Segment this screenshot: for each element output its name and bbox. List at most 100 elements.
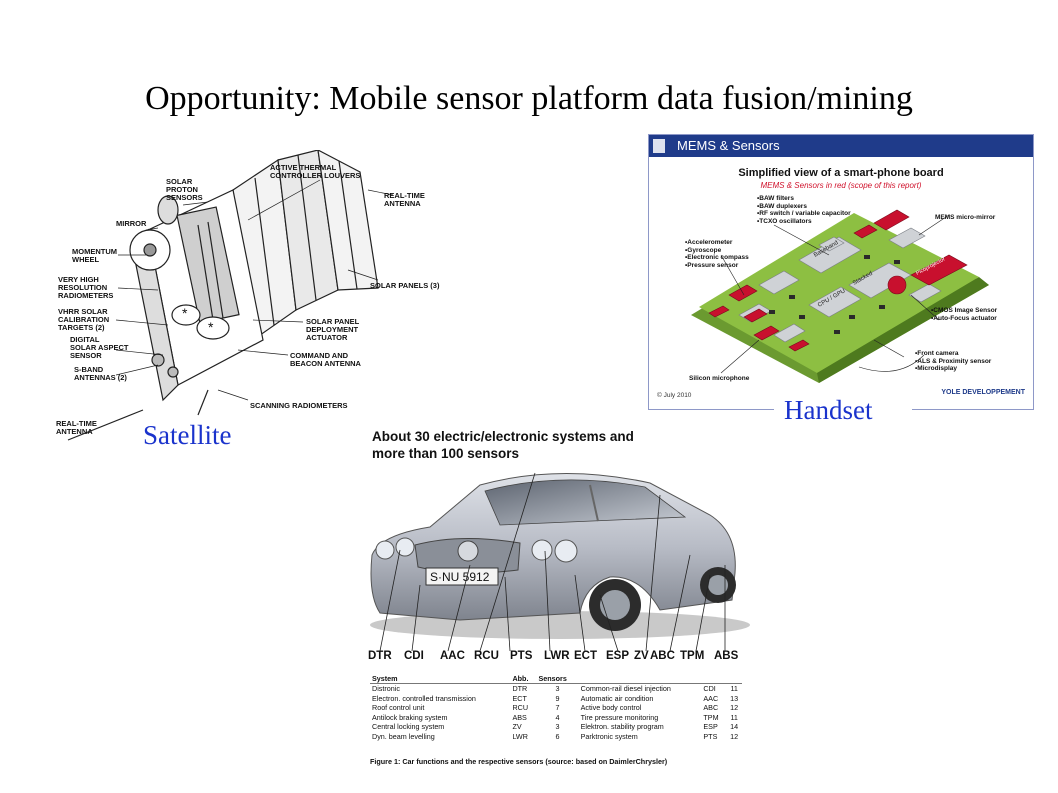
- mems-list-top: •BAW filters •BAW duplexers •RF switch /…: [757, 195, 851, 225]
- table-cell: Parktronic system: [580, 731, 638, 741]
- label-s-band: S-BAND ANTENNAS (2): [74, 365, 127, 382]
- table-cell: Roof control unit: [372, 703, 425, 712]
- table-header: Abb.: [510, 674, 537, 684]
- table-cell: AAC: [703, 693, 719, 703]
- table-cell: ECT: [512, 693, 527, 703]
- table-cell: 3: [555, 722, 560, 731]
- handset-caption-bg: [774, 398, 912, 422]
- table-cell: Antilock braking system: [372, 712, 448, 722]
- table-cell: Common-rail diesel injection: [580, 684, 671, 693]
- yole-logo-icon: [653, 139, 665, 153]
- label-digital-solar: DIGITAL SOLAR ASPECT SENSOR: [70, 335, 129, 360]
- table-cell: 11: [730, 712, 738, 722]
- abbr-abc: ABC: [650, 650, 675, 662]
- satellite-diagram: * * ACTIVE THERMAL: [48, 148, 448, 450]
- figure-caption: Figure 1: Car functions and the respecti…: [370, 757, 668, 766]
- caption-satellite: Satellite: [143, 420, 232, 450]
- abbr-zv: ZV: [634, 650, 649, 662]
- abbr-esp: ESP: [606, 650, 630, 662]
- table-row: Central locking system ZV 3 Elektron. stabi…: [370, 722, 742, 732]
- mems-brand: YOLE DEVELOPPEMENT: [941, 389, 1025, 396]
- mems-list-right-top: MEMS micro-mirror: [935, 214, 996, 221]
- table-header: [578, 674, 702, 684]
- label-active-thermal: ACTIVE THERMAL CONTROLLER LOUVERS: [270, 163, 361, 180]
- svg-text:*: *: [208, 319, 214, 335]
- table-cell: ABS: [512, 712, 527, 722]
- table-cell: 4: [555, 712, 560, 722]
- abbr-pts: PTS: [510, 650, 533, 662]
- table-cell: 13: [730, 693, 739, 703]
- license-plate: S·NU 5912: [430, 570, 490, 584]
- phone-board-drawing: Baseband Stacked CPU / GPU Picoprojector: [691, 209, 989, 383]
- label-vhrr: VERY HIGH RESOLUTION RADIOMETERS: [58, 275, 114, 300]
- table-row: Electron. controlled transmission ECT 9 Aut…: [370, 694, 742, 704]
- mems-subtitle-red: MEMS & Sensors in red (scope of this rep…: [760, 181, 922, 190]
- table-cell: RCU: [512, 703, 529, 712]
- table-cell: Elektron. stability program: [580, 722, 664, 731]
- car-heading: About 30 electric/electronic systems and…: [372, 429, 634, 461]
- table-cell: 9: [555, 693, 560, 703]
- car-drawing: S·NU 5912: [370, 472, 750, 652]
- abbr-dtr: DTR: [368, 650, 392, 662]
- table-cell: 12: [730, 731, 739, 741]
- table-header-row: System Abb. Sensors: [370, 674, 742, 684]
- silicon-microphone-label: Silicon microphone: [689, 375, 750, 382]
- table-cell: 6: [555, 731, 560, 741]
- mems-subtitle: Simplified view of a smart-phone board: [738, 167, 944, 179]
- svg-text:*: *: [182, 305, 188, 321]
- table-cell: ABC: [703, 703, 719, 712]
- car-sensor-table: System Abb. Sensors Distronic DTR 3 Common-…: [370, 674, 742, 741]
- mems-list-right-mid: •CMOS Image Sensor •Auto-Focus actuator: [931, 307, 998, 322]
- table-cell: Active body control: [580, 703, 642, 712]
- table-header: [701, 674, 727, 684]
- table-row: Dyn. beam levelling LWR 6 Parktronic system…: [370, 732, 742, 742]
- mems-list-left: •Accelerometer •Gyroscope •Electronic co…: [685, 239, 749, 269]
- table-cell: 7: [555, 703, 560, 712]
- table-cell: ZV: [512, 722, 522, 731]
- table-row: Distronic DTR 3 Common-rail diesel injectio…: [370, 684, 742, 694]
- car-abbreviation-row: DTR CDI AAC RCU PTS LWR ECT ESP ZV ABC T…: [368, 650, 748, 666]
- table-cell: Tire pressure monitoring: [580, 712, 659, 722]
- car-illustration: S·NU 5912: [360, 455, 750, 655]
- mems-header-title: MEMS & Sensors: [677, 138, 780, 153]
- table-cell: Electron. controlled transmission: [372, 693, 476, 703]
- table-cell: 12: [730, 703, 739, 712]
- table-cell: 3: [555, 684, 560, 693]
- table-cell: ESP: [703, 722, 718, 731]
- abbr-aac: AAC: [440, 650, 465, 662]
- abbr-lwr: LWR: [544, 650, 570, 662]
- table-cell: Central locking system: [372, 722, 445, 731]
- abbr-abs: ABS: [714, 650, 739, 662]
- table-row: Antilock braking system ABS 4 Tire pressure…: [370, 713, 742, 723]
- mems-list-right-bottom: •Front camera •ALS & Proximity sensor •M…: [915, 350, 992, 372]
- label-momentum-wheel: MOMENTUM WHEEL: [72, 247, 117, 264]
- table-cell: Distronic: [372, 684, 400, 693]
- table-cell: DTR: [512, 684, 528, 693]
- label-real-time-antenna-top: REAL-TIME ANTENNA: [384, 191, 425, 208]
- label-command-beacon: COMMAND AND BEACON ANTENNA: [290, 351, 361, 368]
- label-solar-panels: SOLAR PANELS (3): [370, 281, 440, 290]
- table-cell: Automatic air condition: [580, 693, 654, 703]
- abbr-cdi: CDI: [404, 650, 424, 662]
- label-real-time-antenna-bottom: REAL-TIME ANTENNA: [56, 419, 97, 436]
- label-solar-panel-actuator: SOLAR PANEL DEPLOYMENT ACTUATOR: [306, 317, 360, 342]
- mems-header-bar: MEMS & Sensors: [649, 135, 1033, 157]
- table-cell: CDI: [703, 684, 716, 693]
- table-header: System: [370, 674, 511, 684]
- table-cell: PTS: [703, 731, 718, 741]
- label-scanning-radiometers: SCANNING RADIOMETERS: [250, 401, 348, 410]
- table-cell: 11: [730, 684, 738, 693]
- caption-handset: Handset: [784, 395, 873, 425]
- satellite-drawing: * *: [67, 148, 394, 441]
- label-solar-proton: SOLAR PROTON SENSORS: [166, 177, 203, 202]
- abbr-tpm: TPM: [680, 650, 705, 662]
- abbr-ect: ECT: [574, 650, 597, 662]
- table-cell: LWR: [512, 731, 528, 741]
- label-mirror: MIRROR: [116, 219, 147, 228]
- table-cell: TPM: [703, 712, 719, 722]
- table-cell: 14: [730, 722, 739, 731]
- abbr-rcu: RCU: [474, 650, 499, 662]
- table-cell: Dyn. beam levelling: [372, 731, 435, 741]
- label-vhrr-solar: VHRR SOLAR CALIBRATION TARGETS (2): [58, 307, 110, 332]
- mems-copyright: © July 2010: [657, 392, 692, 399]
